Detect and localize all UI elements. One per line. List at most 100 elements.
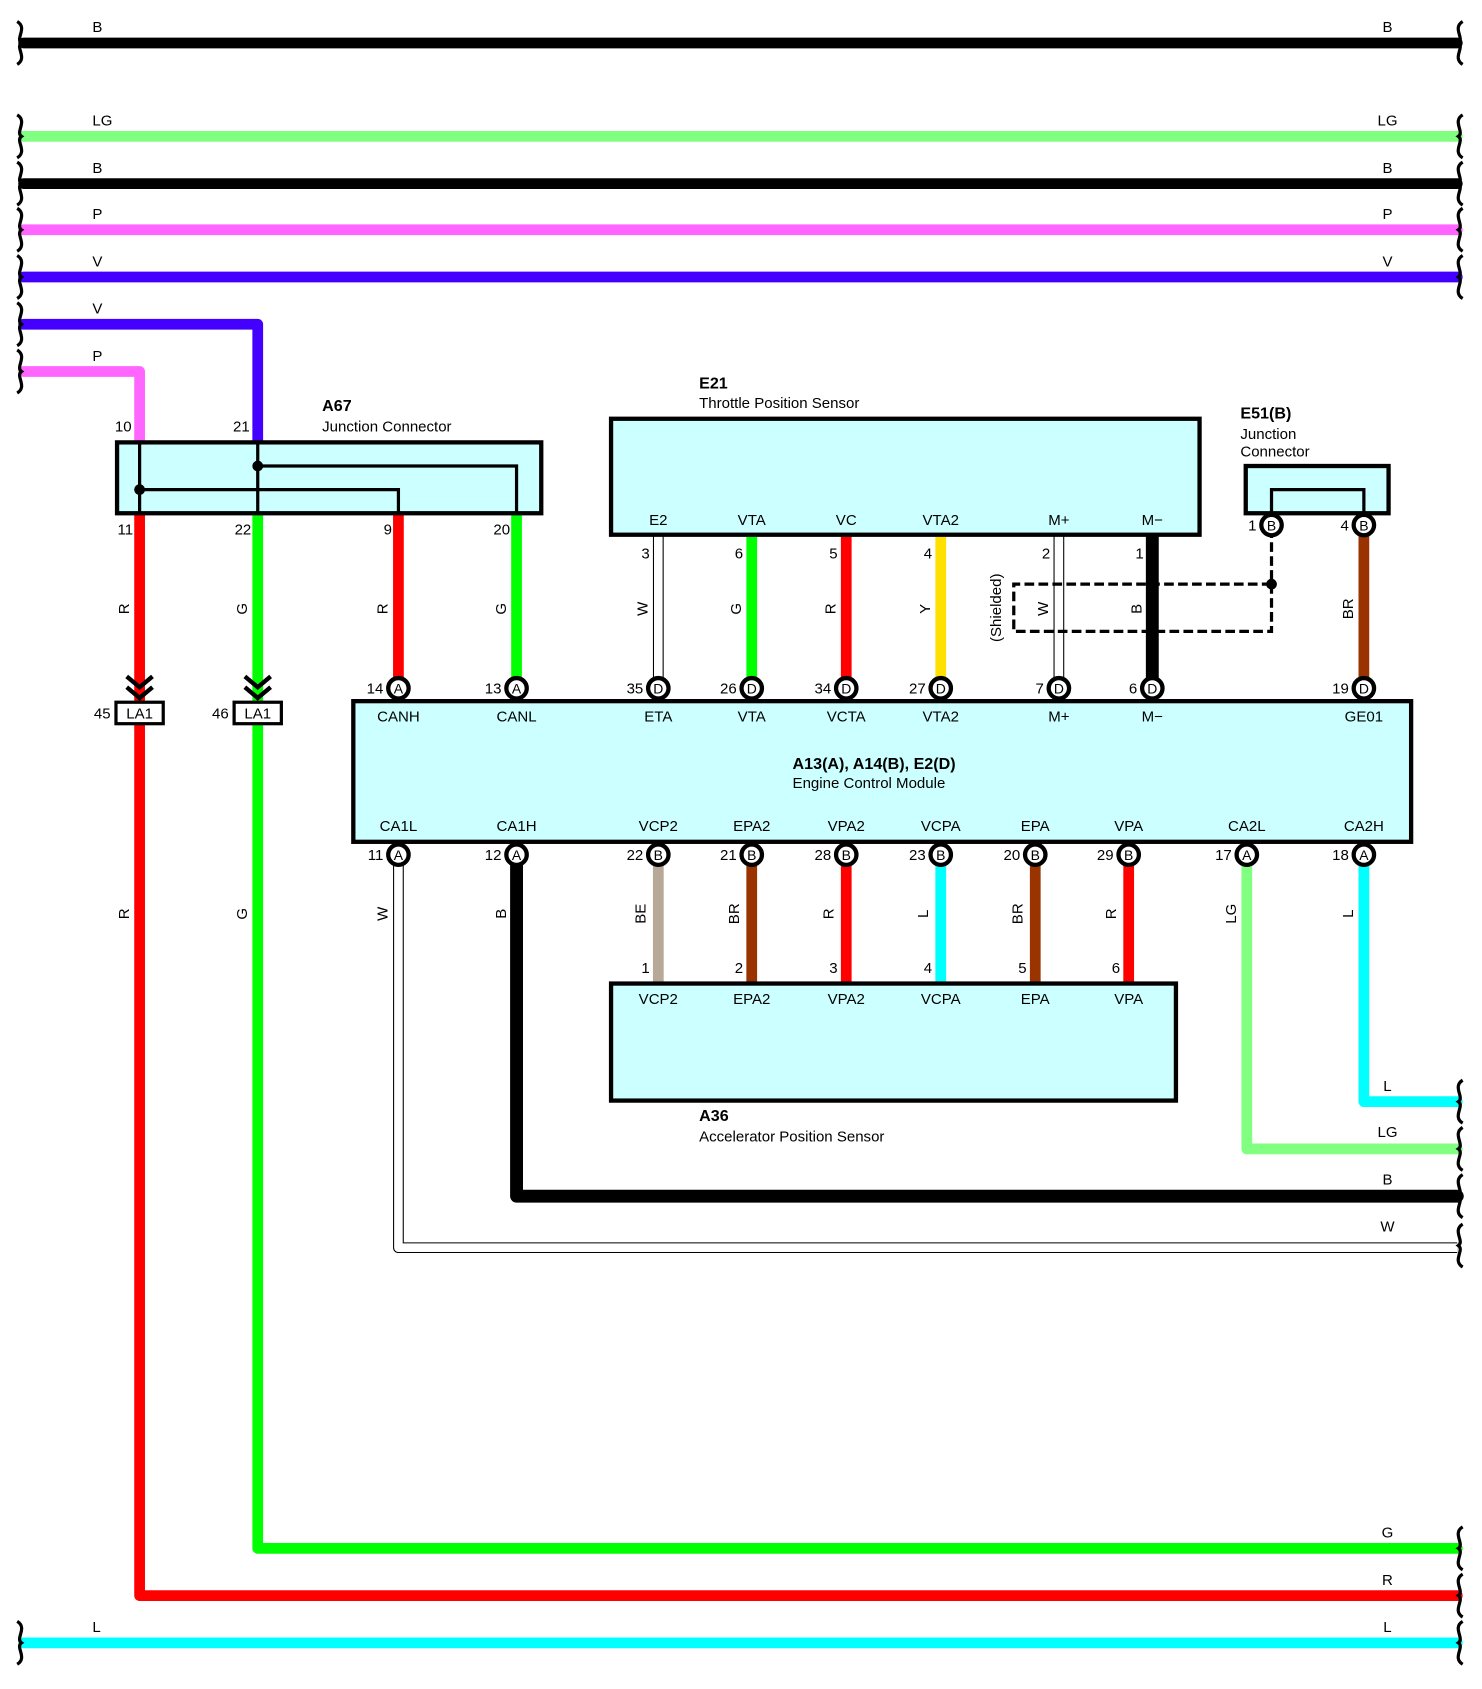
pin-connector-letter: A <box>394 847 404 863</box>
wire-color-label: P <box>1382 206 1392 223</box>
ecm-pin-name: CA1H <box>497 818 537 835</box>
wire-g-la1-46[interactable] <box>252 507 1463 1554</box>
e51-internal-trace <box>1269 488 1366 514</box>
a36-pin-name: EPA2 <box>733 991 770 1008</box>
ecm-pin-number: 28 <box>815 847 832 864</box>
wire-break-icon <box>1455 20 1464 66</box>
a36-pin-number: 6 <box>1112 960 1120 977</box>
pin-connector-letter: D <box>936 681 946 697</box>
ecm-pin-number: 13 <box>485 681 502 698</box>
la1-pin-number: 45 <box>94 705 111 722</box>
wire-color-label: P <box>92 206 102 223</box>
wire-color-label: R <box>116 908 133 919</box>
wire-color-label: R <box>823 603 840 614</box>
wire-break-icon <box>1455 113 1464 160</box>
wire-color-label: V <box>1382 253 1392 270</box>
ecm-pin-number: 23 <box>909 847 926 864</box>
e51-name: Connector <box>1240 443 1309 460</box>
pin-terminal-icon <box>504 842 529 868</box>
pin-terminal-icon <box>1116 842 1142 868</box>
pin-terminal-icon <box>833 842 859 868</box>
wire-r-la1-45[interactable] <box>134 507 1463 1601</box>
a36-pin-number: 1 <box>641 960 649 977</box>
wire-color-label: BR <box>1340 598 1357 619</box>
pin-connector-letter: B <box>1359 517 1368 533</box>
a67-pin-number: 10 <box>115 419 132 436</box>
e21-pin-number: 3 <box>641 545 649 562</box>
e21-id: E21 <box>699 375 728 393</box>
pin-terminal-icon <box>928 842 954 868</box>
a67-pin-number: 20 <box>493 522 510 539</box>
wire-break-icon <box>1455 1222 1464 1269</box>
e21-pin-number: 5 <box>829 545 837 562</box>
wire-color-label: B <box>493 909 510 919</box>
wire-color-label: G <box>234 603 251 615</box>
e51-pin-number: 4 <box>1340 517 1348 534</box>
wire-color-label: B <box>1382 160 1392 177</box>
ecm-name: Engine Control Module <box>793 775 946 792</box>
components-layer <box>114 416 1414 1103</box>
e51-name: Junction <box>1240 426 1296 443</box>
a67-pin-number: 11 <box>118 522 134 539</box>
wire-color-label: LG <box>1377 1124 1397 1141</box>
ecm-pin-name: CANL <box>497 709 537 726</box>
pin-connector-letter: A <box>394 681 404 697</box>
wire-color-label: L <box>915 910 932 918</box>
ecm-pin-name: CA2L <box>1228 818 1266 835</box>
ecm-pin-number: 14 <box>367 681 384 698</box>
pin-connector-letter: D <box>1054 681 1064 697</box>
wire-color-label: L <box>92 1619 100 1636</box>
wire-color-label: R <box>116 603 133 614</box>
a67-internal-trace <box>139 488 401 514</box>
wire-l-ca2h[interactable] <box>1358 849 1463 1108</box>
pin-connector-letter: D <box>1147 681 1157 697</box>
wire-color-label: W <box>635 601 652 616</box>
wire-v-to-a67-21[interactable] <box>18 318 264 448</box>
wire-break-icon <box>1455 1572 1464 1619</box>
pin-terminal-icon <box>1046 675 1072 701</box>
wire-break-icon <box>16 20 25 66</box>
ecm-pin-number: 17 <box>1215 847 1232 864</box>
splice-dot-icon <box>252 460 264 472</box>
la1-connector-name: LA1 <box>244 705 271 722</box>
a36-id: A36 <box>699 1107 729 1125</box>
wire-color-label: B <box>92 160 102 177</box>
wire-break-icon <box>16 1619 25 1666</box>
pin-connector-letter: A <box>512 847 522 863</box>
e21-name: Throttle Position Sensor <box>699 395 859 412</box>
wire-b-ca1h[interactable] <box>510 848 1464 1203</box>
pin-connector-letter: A <box>1242 847 1252 863</box>
wire-lg-ca2l[interactable] <box>1241 849 1463 1155</box>
connector-chevron-icon <box>243 674 273 701</box>
wire-color-label: BR <box>1009 903 1026 924</box>
wire-color-label: W <box>1380 1219 1395 1236</box>
pin-connector-letter: D <box>1359 681 1369 697</box>
wire-break-icon <box>1455 254 1464 300</box>
a67-pin-number: 22 <box>235 522 252 539</box>
a36-pin-number: 2 <box>735 960 743 977</box>
ecm-pin-number: 27 <box>909 681 926 698</box>
wire-p-to-a67-10[interactable] <box>18 366 145 448</box>
wire-color-label: LG <box>1223 904 1240 924</box>
ecm-pin-name: VCP2 <box>639 818 678 835</box>
la1-connector-box <box>114 700 165 726</box>
wire-w-ca1l-core <box>394 854 1458 1252</box>
a67-pin-number: 9 <box>384 522 392 539</box>
ecm-id: A13(A), A14(B), E2(D) <box>793 755 956 773</box>
a36-pin-name: VPA2 <box>828 991 865 1008</box>
ecm-pin-number: 34 <box>815 681 832 698</box>
ecm-pin-name: VPA2 <box>828 818 865 835</box>
ecm-pin-number: 12 <box>485 847 502 864</box>
a67-id: A67 <box>322 397 352 415</box>
e21-pin-name: VTA2 <box>923 512 959 529</box>
wire-color-label: P <box>92 348 102 365</box>
wire-color-label: B <box>1129 604 1146 614</box>
wire-break-icon <box>16 160 25 207</box>
splice-dot-icon <box>1266 578 1277 590</box>
e21-pin-name: VTA <box>738 512 766 529</box>
splice-dot-icon <box>134 484 145 495</box>
connector-chevron-icon <box>125 674 154 701</box>
a67-pin-number: 21 <box>233 419 250 436</box>
ecm-pin-number: 22 <box>627 847 644 864</box>
